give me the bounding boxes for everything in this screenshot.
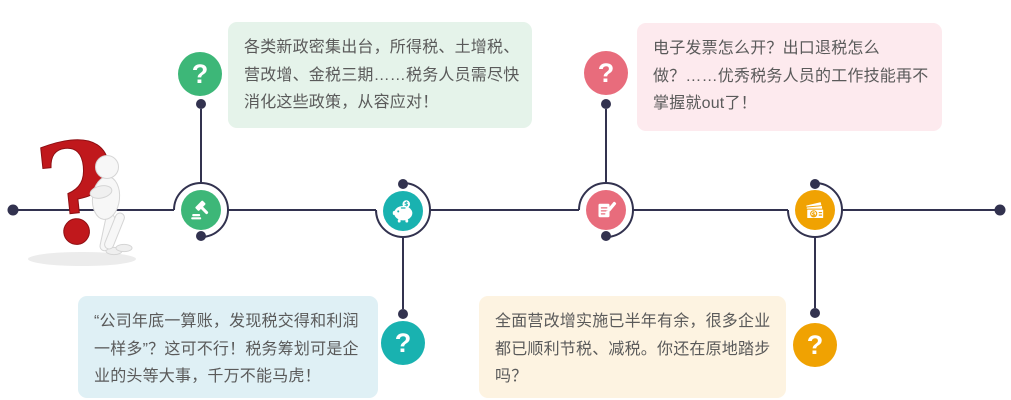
bubble-text-line: 营改增、金税三期……税务人员需尽快 <box>244 66 520 84</box>
loop-end-dot <box>601 231 611 241</box>
bubble-tax-planning: “公司年底一算账，发现税交得和利润 一样多”？这可不行！税务筹划可是企 业的头等… <box>78 296 378 398</box>
bubble-text-line: 吗？ <box>495 368 528 385</box>
document-pen-icon <box>598 201 617 218</box>
node-loop <box>578 182 634 238</box>
bubble-text-line: 做？……优秀税务人员的工作技能再不 <box>653 67 929 85</box>
bubble-text-line: 消化这些政策，从容应对！ <box>244 94 439 111</box>
bubble-text-line: 掌握就out了！ <box>653 95 757 112</box>
connector-dot <box>601 99 611 109</box>
person-head <box>95 155 119 179</box>
timeline-node-savings: $ <box>383 191 423 231</box>
svg-text:$: $ <box>404 201 408 208</box>
person-figure <box>89 155 133 256</box>
bubble-work-skills: 电子发票怎么开？出口退税怎么 做？……优秀税务人员的工作技能再不 掌握就out了… <box>637 23 942 131</box>
ground-shadow <box>28 252 136 266</box>
bubble-new-policies: 各类新政密集出台，所得税、土增税、 营改增、金税三期……税务人员需尽快 消化这些… <box>228 22 532 128</box>
bubble-text-line: 业的头等大事，千万不能马虎！ <box>94 368 321 385</box>
svg-text:$: $ <box>812 211 816 218</box>
loop-end-dot <box>810 179 820 189</box>
crossed-arms <box>89 185 113 199</box>
question-badge-skills: ? <box>584 51 628 95</box>
thinking-person-graphic: ? <box>28 126 136 274</box>
node-loop <box>173 182 229 238</box>
gavel-icon <box>191 200 209 220</box>
timeline-node-money: $ <box>795 190 835 230</box>
bubble-text-line: 电子发票怎么开？出口退税怎么 <box>653 40 880 57</box>
bubble-text-line: 各类新政密集出台，所得税、土增税、 <box>244 39 520 56</box>
banknotes-icon: $ <box>805 201 825 219</box>
loop-end-dot <box>398 179 408 189</box>
node-loop <box>787 182 843 238</box>
endpoint-dot <box>994 204 1006 216</box>
bubble-text-line: “公司年底一算账，发现税交得和利润 <box>94 313 359 330</box>
bubble-text-line: 都已顺利节税、减税。你还在原地踏步 <box>495 340 771 358</box>
timeline-node-skills <box>586 190 626 230</box>
question-badge-savings: ? <box>381 321 425 365</box>
bubble-text-line: 全面营改增实施已半年有余，很多企业 <box>495 313 771 330</box>
loop-end-dot <box>196 231 206 241</box>
bubble-vat-reform: 全面营改增实施已半年有余，很多企业 都已顺利节税、减税。你还在原地踏步 吗？ <box>479 296 786 398</box>
timeline-node-policies <box>181 190 221 230</box>
node-loop <box>375 182 431 238</box>
connector-dot <box>196 99 206 109</box>
connector-dot <box>398 309 408 319</box>
piggy-bank-icon: $ <box>392 200 413 223</box>
question-badge-money: ? <box>793 323 837 367</box>
bubble-text-line: 一样多”？这可不行！税务筹划可是企 <box>94 340 359 358</box>
endpoint-dot <box>7 204 19 216</box>
connector-dot <box>810 308 820 318</box>
question-badge-policies: ? <box>178 52 222 96</box>
